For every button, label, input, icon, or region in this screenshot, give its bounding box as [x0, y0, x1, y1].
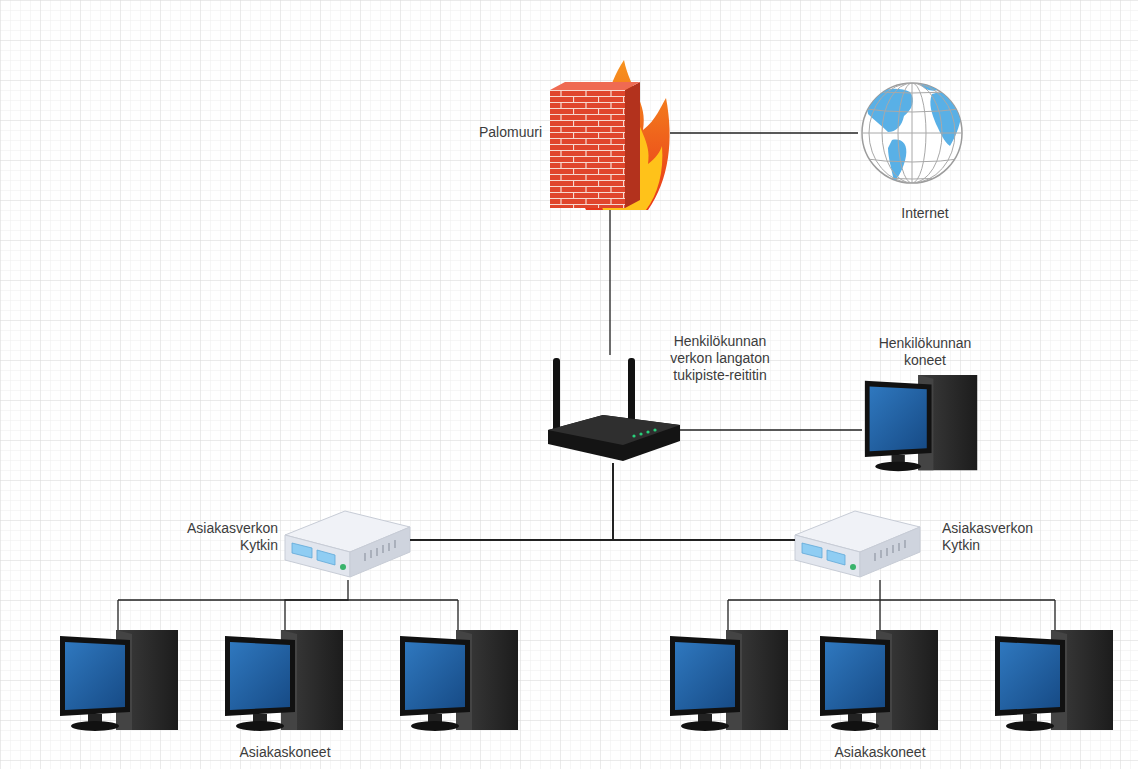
switch-node: Asiakasverkon Kytkin: [285, 505, 410, 580]
node-label: Henkilökunnan verkon langaton tukipiste-…: [652, 333, 788, 384]
computer-icon: [225, 630, 343, 731]
switch-icon: [795, 511, 920, 577]
bus-wire: [728, 600, 1055, 630]
network-link: [670, 132, 858, 133]
network-link: [613, 463, 795, 540]
firewall-node: Palomuuri: [548, 60, 670, 210]
node-label: Henkilökunnan koneet: [862, 335, 988, 369]
bus-wire: [118, 600, 458, 630]
node-label: Asiakaskoneet: [805, 744, 955, 761]
computer-icon: [820, 630, 938, 731]
computer-icon: [995, 630, 1113, 731]
network-link: [410, 463, 613, 540]
client-group: Asiakaskoneet: [665, 630, 1120, 740]
node-label: Palomuuri: [444, 124, 542, 141]
staff-computer-node: Henkilökunnan koneet: [862, 375, 982, 475]
computer-icon: [865, 375, 977, 471]
internet-globe: [858, 82, 968, 183]
network-link: [285, 580, 348, 630]
node-label: Asiakasverkon Kytkin: [148, 520, 278, 554]
network-link: [609, 210, 610, 355]
wireless-router: [548, 358, 680, 461]
node-label: Asiakaskoneet: [210, 744, 360, 761]
client-group: Asiakaskoneet: [55, 630, 525, 740]
internet-node: Internet: [858, 70, 966, 196]
computer-icon: [60, 630, 178, 731]
network-link: [680, 429, 862, 430]
switch-icon: [285, 511, 410, 577]
computer-icon: [400, 630, 518, 731]
firewall-icon: [550, 60, 670, 210]
computer-icon: [670, 630, 788, 731]
router-node: Henkilökunnan verkon langaton tukipiste-…: [548, 355, 680, 463]
node-label: Internet: [838, 205, 1012, 222]
node-label: Asiakasverkon Kytkin: [942, 520, 1072, 554]
switch-node: Asiakasverkon Kytkin: [795, 505, 920, 580]
network-link: [879, 580, 880, 630]
